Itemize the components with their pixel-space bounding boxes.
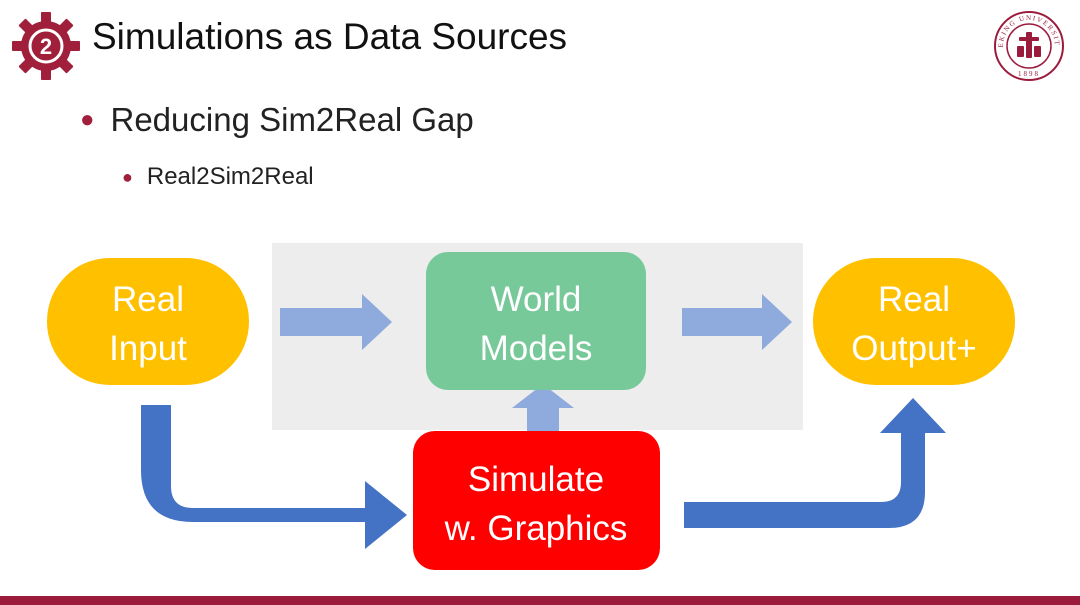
node-simulate-line2: w. Graphics bbox=[444, 509, 628, 548]
node-simulate-line1: Simulate bbox=[468, 460, 604, 499]
node-world-models-line2: Models bbox=[480, 329, 593, 368]
node-world-models: World Models bbox=[426, 252, 646, 390]
gear-number-icon: 2 bbox=[12, 12, 80, 80]
arrow-simulate-to-output-icon bbox=[684, 398, 946, 528]
logo-year: 1898 bbox=[1018, 70, 1040, 78]
node-real-output-line1: Real bbox=[878, 280, 950, 319]
node-real-input-line2: Input bbox=[109, 329, 187, 368]
bullet-level-2: ● Real2Sim2Real bbox=[122, 163, 314, 191]
arrow-input-to-world-icon bbox=[280, 294, 392, 350]
arrow-simulate-to-world-icon bbox=[512, 384, 574, 436]
node-real-output-line2: Output+ bbox=[851, 329, 977, 368]
node-world-models-line1: World bbox=[491, 280, 582, 319]
arrow-input-to-simulate-icon bbox=[141, 405, 407, 549]
footer-accent-bar bbox=[0, 596, 1080, 605]
node-simulate: Simulate w. Graphics bbox=[413, 431, 660, 570]
node-real-input: Real Input bbox=[47, 258, 249, 385]
badge-number: 2 bbox=[40, 34, 52, 59]
bullet-level-1-text: Reducing Sim2Real Gap bbox=[110, 101, 474, 138]
node-real-output: Real Output+ bbox=[813, 258, 1015, 385]
bullet-level-2-text: Real2Sim2Real bbox=[146, 163, 314, 190]
bullet-level-1: ● Reducing Sim2Real Gap bbox=[80, 101, 474, 139]
arrow-world-to-output-icon bbox=[682, 294, 792, 350]
university-logo-icon: PEKING UNIVERSITY 1898 bbox=[993, 10, 1064, 81]
bullet-dot-icon: ● bbox=[122, 166, 133, 187]
slide-title: Simulations as Data Sources bbox=[92, 16, 568, 57]
node-real-input-line1: Real bbox=[112, 280, 184, 319]
bullet-dot-icon: ● bbox=[80, 106, 95, 133]
